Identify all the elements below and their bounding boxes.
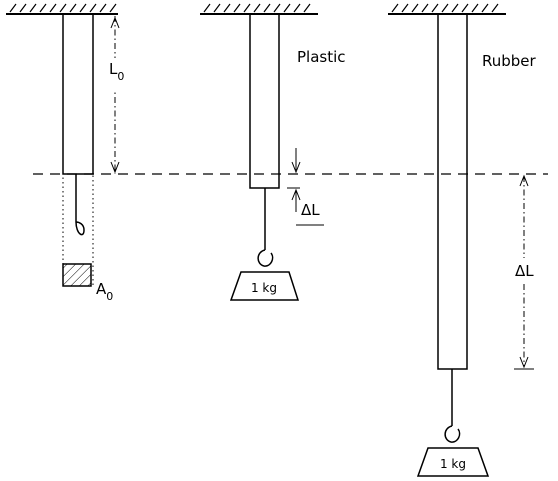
L0-label: L0: [109, 60, 124, 83]
plastic-bar: [249, 13, 280, 189]
rubber-dL-label: ΔL: [515, 262, 534, 280]
rubber-bar: [437, 13, 468, 370]
plastic-label: Plastic: [297, 48, 346, 66]
plastic-weight: [229, 271, 300, 301]
L0-arrow-top: [110, 16, 120, 29]
rubber-weight-label: 1 kg: [440, 457, 466, 471]
rubber-weight: [416, 447, 490, 477]
plastic-hook: [257, 249, 274, 267]
ceiling-middle: [200, 3, 318, 15]
plastic-dL-label: ΔL: [301, 201, 320, 219]
plastic-weight-label: 1 kg: [251, 281, 277, 295]
cross-section-square: [62, 263, 92, 287]
rubber-dL-arrow-top: [519, 174, 529, 187]
rubber-hook: [444, 425, 461, 443]
ceiling-left: [6, 3, 118, 15]
L0-arrow-bottom: [110, 161, 120, 174]
rubber-dL-arrow-bottom: [519, 356, 529, 369]
rubber-label: Rubber: [482, 52, 537, 70]
original-extension-dotted: [62, 173, 94, 287]
A0-label: A0: [96, 280, 113, 303]
original-hook: [75, 221, 85, 236]
ceiling-right: [388, 3, 506, 15]
original-bar: [62, 13, 94, 175]
